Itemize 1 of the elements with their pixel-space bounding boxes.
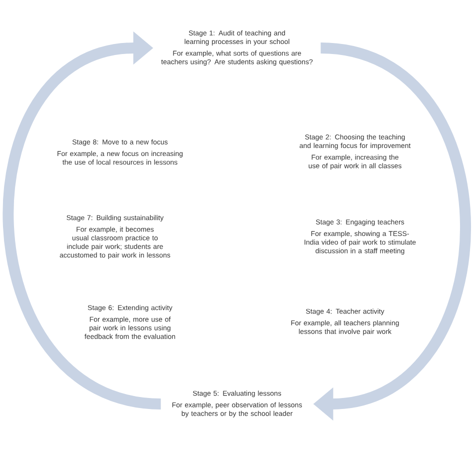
curved-arrow bbox=[2, 31, 162, 410]
